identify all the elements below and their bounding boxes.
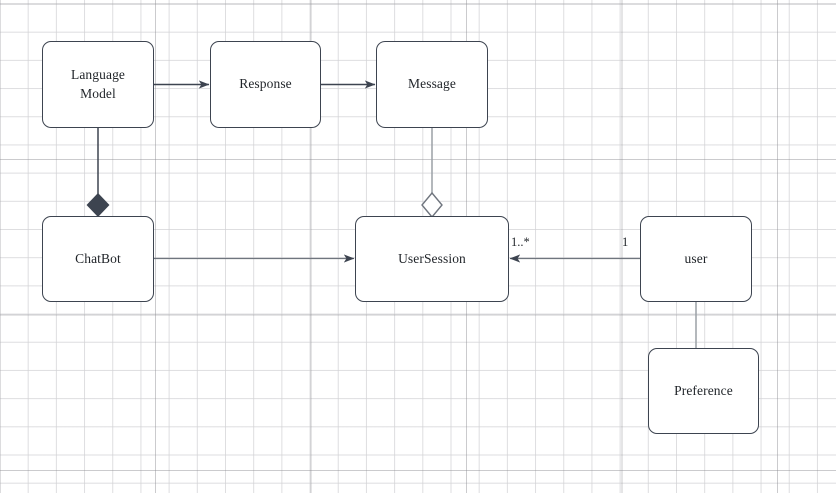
node-user-session[interactable]: UserSession xyxy=(355,216,509,302)
filled-diamond-marker xyxy=(86,192,110,218)
node-label: Preference xyxy=(674,382,733,398)
node-label-line-1: Language xyxy=(70,67,126,83)
edge-label-multiplicity-user: 1 xyxy=(622,235,629,249)
node-message[interactable]: Message xyxy=(376,41,488,128)
node-chatbot[interactable]: ChatBot xyxy=(42,216,154,302)
node-language-model[interactable]: Language Model xyxy=(42,41,154,128)
node-user[interactable]: user xyxy=(640,216,752,302)
node-label-line-2: Model xyxy=(80,85,116,101)
edge-label-multiplicity-user-session: 1..* xyxy=(511,235,530,249)
node-label: Response xyxy=(239,76,292,92)
edge-user-session-to-message xyxy=(421,128,443,219)
node-label: Message xyxy=(408,76,456,92)
node-response[interactable]: Response xyxy=(210,41,321,128)
node-label: UserSession xyxy=(398,250,466,266)
node-label: ChatBot xyxy=(75,250,121,266)
hollow-diamond-marker xyxy=(421,191,443,219)
node-label: Language Model xyxy=(71,66,125,102)
node-label: user xyxy=(684,250,708,266)
node-preference[interactable]: Preference xyxy=(648,348,759,434)
edge-chatbot-to-language-model xyxy=(86,128,110,218)
